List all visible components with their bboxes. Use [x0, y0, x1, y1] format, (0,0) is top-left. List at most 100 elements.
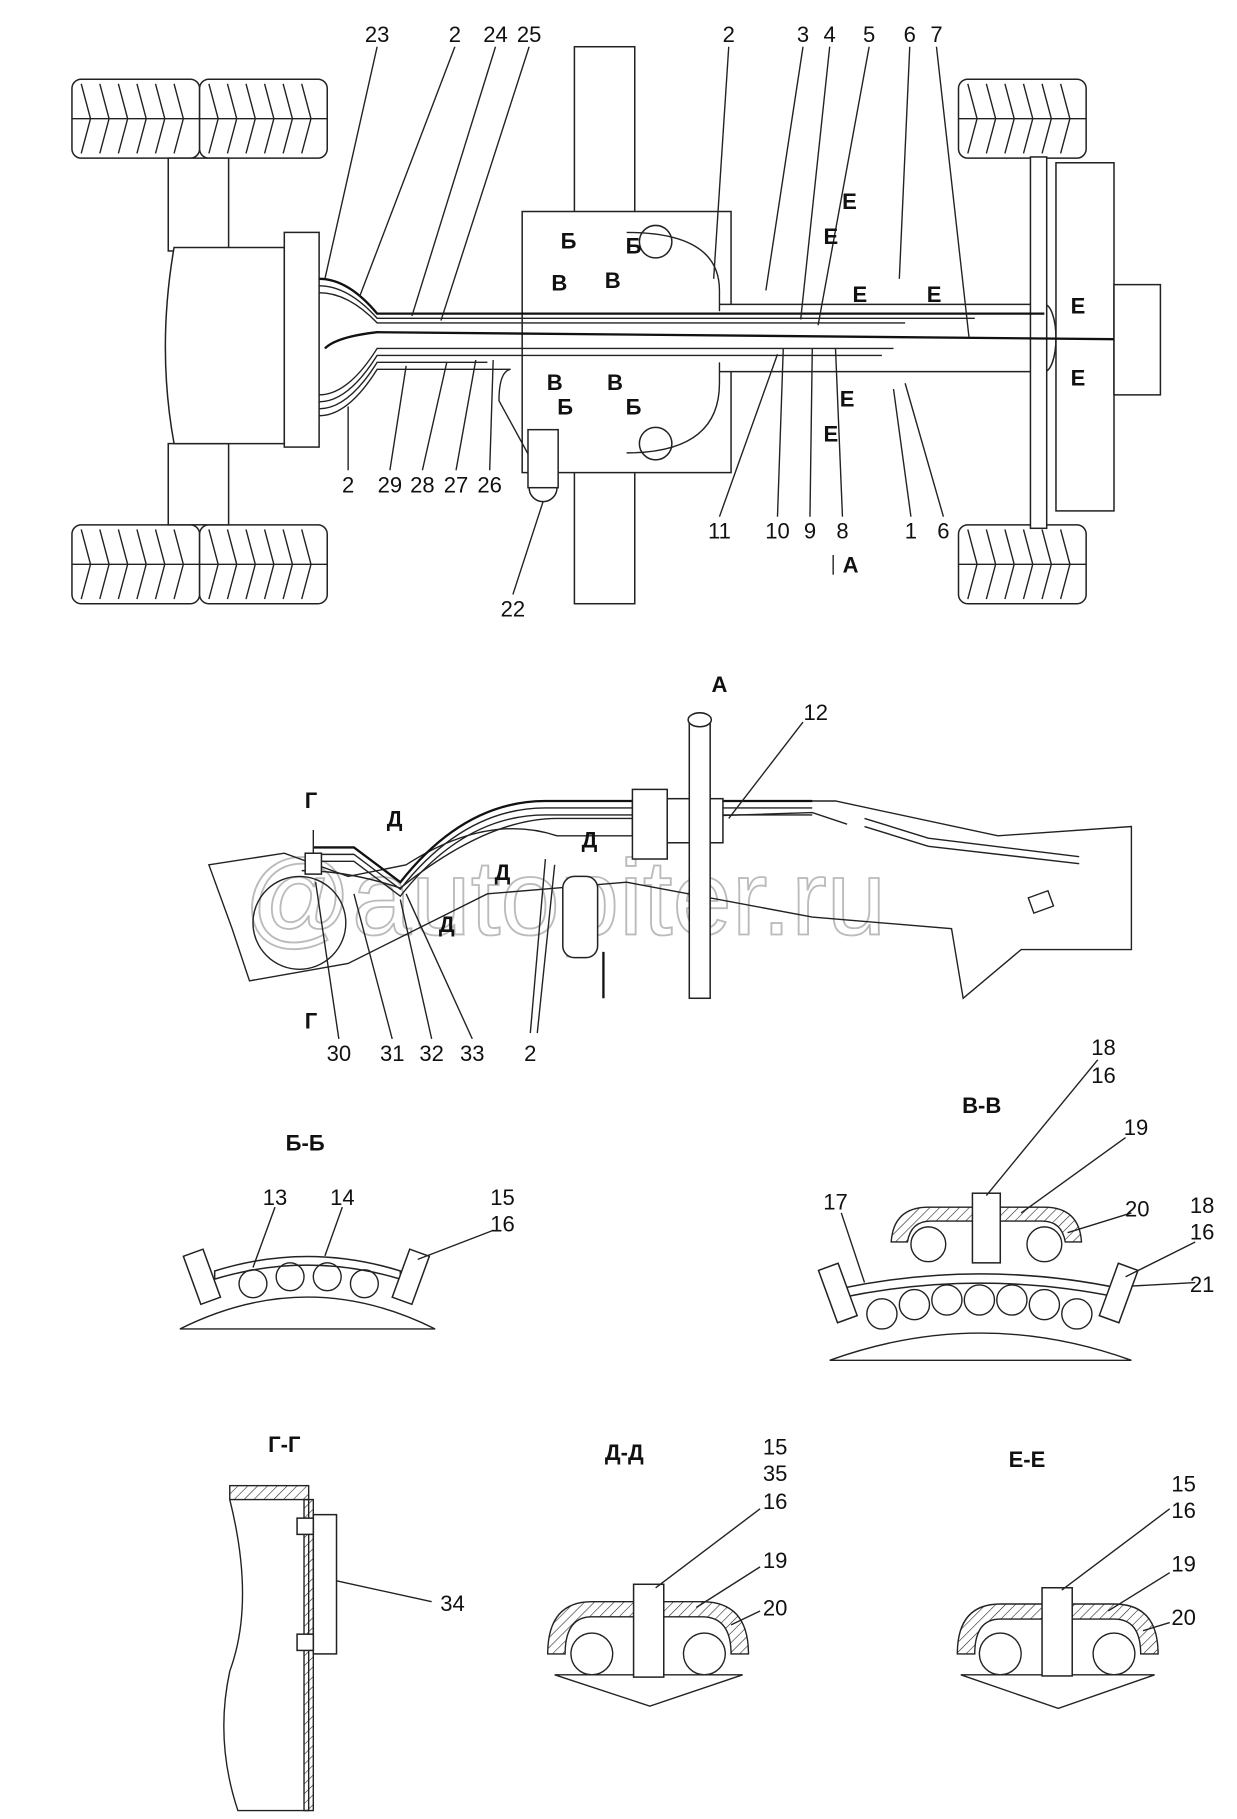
callout-28: 28: [410, 472, 435, 497]
side-pipe-bundle: [313, 799, 813, 884]
callout-6: 6: [904, 22, 916, 47]
callout-34: 34: [440, 1591, 465, 1616]
callout-7: 7: [930, 22, 942, 47]
callout-31: 31: [380, 1041, 405, 1066]
section-bb: Б-Б 13 14 15 16: [179, 1130, 515, 1330]
section-gg: Г-Г 34: [223, 1432, 465, 1812]
section-dd: Д-Д 15 35 16 19 20: [547, 1434, 788, 1707]
section-mark-g: Г: [305, 1008, 318, 1033]
callout-20: 20: [1171, 1605, 1196, 1630]
section-mark-b: Б: [626, 233, 642, 258]
section-ee: Е-Е 15 16 19 20: [956, 1447, 1196, 1710]
rear-right-wheel: [71, 524, 201, 605]
side-callout-leaders: [314, 721, 804, 1040]
section-vv: В-В 18 16 19 20 17 18 16 21: [817, 1035, 1215, 1362]
callout-16: 16: [763, 1489, 788, 1514]
section-mark-v: В: [605, 268, 621, 293]
section-gg-title: Г-Г: [268, 1432, 301, 1457]
callout-21: 21: [1190, 1272, 1215, 1297]
callout-18: 18: [1091, 1035, 1116, 1060]
callout-19: 19: [763, 1548, 788, 1573]
callout-2: 2: [342, 472, 354, 497]
rear-axle-upper: [167, 157, 230, 252]
callout-33: 33: [460, 1041, 485, 1066]
section-vv-title: В-В: [962, 1093, 1001, 1118]
side-view-title: A: [711, 672, 727, 697]
callout-20: 20: [1125, 1196, 1150, 1221]
callout-26: 26: [477, 472, 502, 497]
callout-29: 29: [378, 472, 403, 497]
section-mark-e: Е: [842, 189, 857, 214]
callout-16: 16: [1190, 1220, 1215, 1245]
callout-15: 15: [490, 1185, 515, 1210]
callout-16: 16: [1171, 1498, 1196, 1523]
callout-27: 27: [444, 472, 469, 497]
lift-cylinder: [688, 719, 711, 1000]
callout-16: 16: [490, 1212, 515, 1237]
plan-view: 23 2 24 25 2 3 4 5 6 7 2 29 28 27 26 11 …: [71, 22, 1162, 621]
callout-3: 3: [797, 22, 809, 47]
callout-16: 16: [1091, 1063, 1116, 1088]
callout-13: 13: [263, 1185, 288, 1210]
section-mark-e: Е: [1071, 294, 1086, 319]
section-dd-title: Д-Д: [605, 1440, 644, 1465]
callout-19: 19: [1171, 1552, 1196, 1577]
side-view-a: @autopiter.ru A 12 Г Д Д Д Д: [207, 672, 1133, 1066]
callout-9: 9: [804, 519, 816, 544]
section-mark-e: Е: [853, 282, 868, 307]
callout-14: 14: [330, 1185, 355, 1210]
front-left-wheel: [957, 78, 1087, 159]
section-mark-d: Д: [495, 860, 511, 885]
section-mark-g: Г: [305, 788, 318, 813]
callout-leaders: [324, 46, 970, 595]
section-mark-e: Е: [824, 421, 839, 446]
section-mark-d: Д: [439, 912, 455, 937]
rear-left-wheel-2: [198, 78, 328, 159]
callout-5: 5: [863, 22, 875, 47]
callout-2: 2: [524, 1041, 536, 1066]
section-mark-e: Е: [1071, 366, 1086, 391]
front-right-wheel: [957, 524, 1087, 605]
callout-12: 12: [804, 700, 829, 725]
section-mark-b: Б: [557, 395, 573, 420]
rear-left-wheel: [71, 78, 201, 159]
section-mark-e: Е: [927, 282, 942, 307]
callout-15: 15: [763, 1434, 788, 1459]
rear-axle-lower: [167, 442, 230, 526]
callout-22: 22: [501, 596, 526, 621]
callout-30: 30: [327, 1041, 352, 1066]
section-mark-d: Д: [582, 827, 598, 852]
callout-35: 35: [763, 1461, 788, 1486]
callout-18: 18: [1190, 1193, 1215, 1218]
section-mark-v: В: [547, 370, 563, 395]
callout-10: 10: [765, 519, 790, 544]
callout-4: 4: [824, 22, 836, 47]
callout-15: 15: [1171, 1471, 1196, 1496]
hydraulic-pipe-bundle: [319, 231, 1115, 465]
section-bb-title: Б-Б: [286, 1130, 325, 1155]
callout-6: 6: [937, 519, 949, 544]
callout-1: 1: [905, 519, 917, 544]
section-mark-e: Е: [824, 224, 839, 249]
callout-24: 24: [483, 22, 508, 47]
section-mark-d: Д: [387, 807, 403, 832]
callout-17: 17: [823, 1189, 848, 1214]
section-mark-b: Б: [626, 395, 642, 420]
rear-frame: [164, 246, 286, 445]
callout-8: 8: [836, 519, 848, 544]
rear-right-wheel-2: [198, 524, 328, 605]
section-ee-title: Е-Е: [1009, 1447, 1046, 1472]
view-arrow-a: A: [843, 552, 859, 577]
section-mark-v: В: [607, 370, 623, 395]
callout-2: 2: [723, 22, 735, 47]
section-mark-v: В: [551, 270, 567, 295]
front-axle: [1029, 156, 1048, 530]
section-mark-b: Б: [561, 229, 577, 254]
callout-2: 2: [449, 22, 461, 47]
callout-20: 20: [763, 1596, 788, 1621]
callout-32: 32: [419, 1041, 444, 1066]
section-mark-e: Е: [840, 386, 855, 411]
callout-11: 11: [708, 519, 731, 544]
callout-23: 23: [365, 22, 390, 47]
